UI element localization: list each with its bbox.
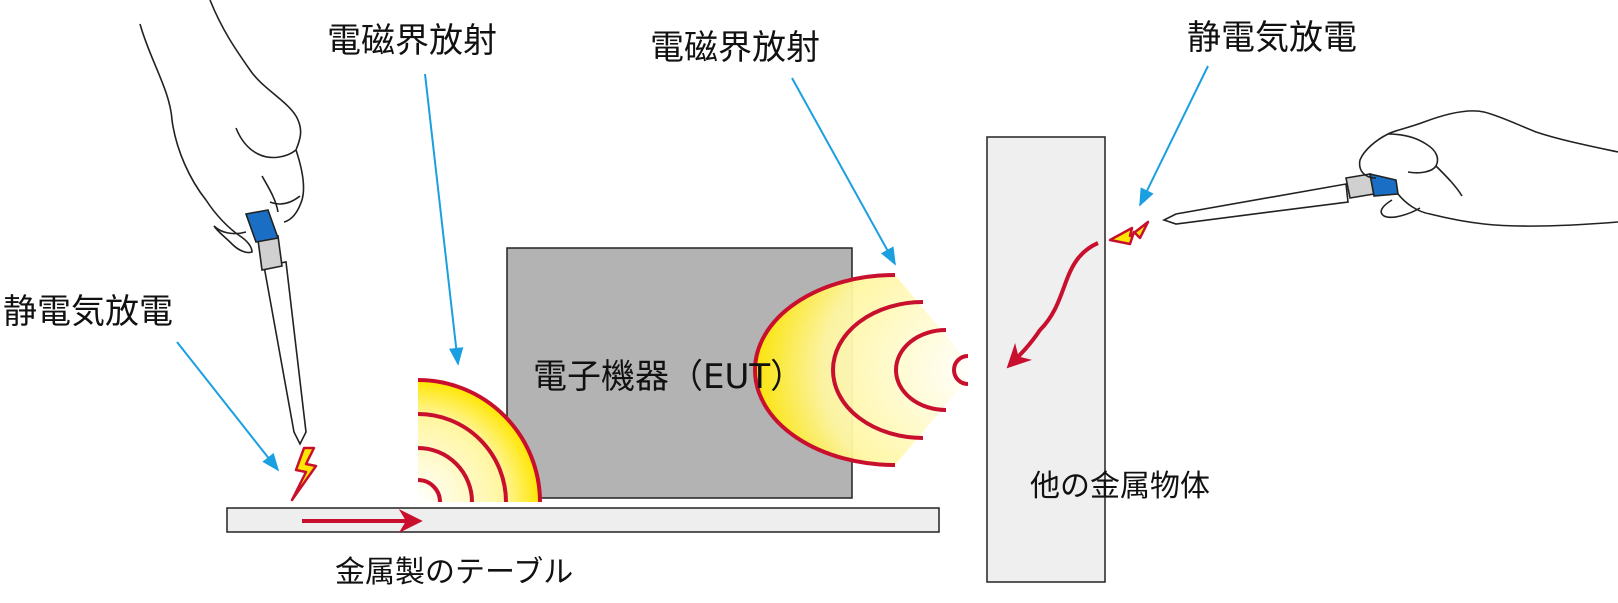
hand-holding-esd-gun-icon-right (1161, 110, 1618, 227)
em-wave-left (417, 378, 542, 503)
em-wave-right (753, 273, 975, 467)
other-metal-object (986, 136, 1106, 583)
other-metal-label: 他の金属物体 (1030, 469, 1210, 504)
discharge-arrow-metal (1006, 241, 1099, 369)
eut-label: 電子機器（EUT） (533, 357, 804, 397)
metal-table-label: 金属製のテーブル (335, 555, 573, 590)
spark-icon-left (290, 446, 318, 502)
esd-label-left: 静電気放電 (3, 292, 173, 332)
em-radiation-label-left: 電磁界放射 (327, 21, 497, 61)
callouts (176, 65, 1209, 472)
hand-holding-esd-gun-icon-left (139, 0, 307, 446)
esd-label-right: 静電気放電 (1187, 18, 1357, 58)
spark-icon-right (1108, 220, 1150, 246)
em-radiation-label-right: 電磁界放射 (650, 28, 820, 68)
